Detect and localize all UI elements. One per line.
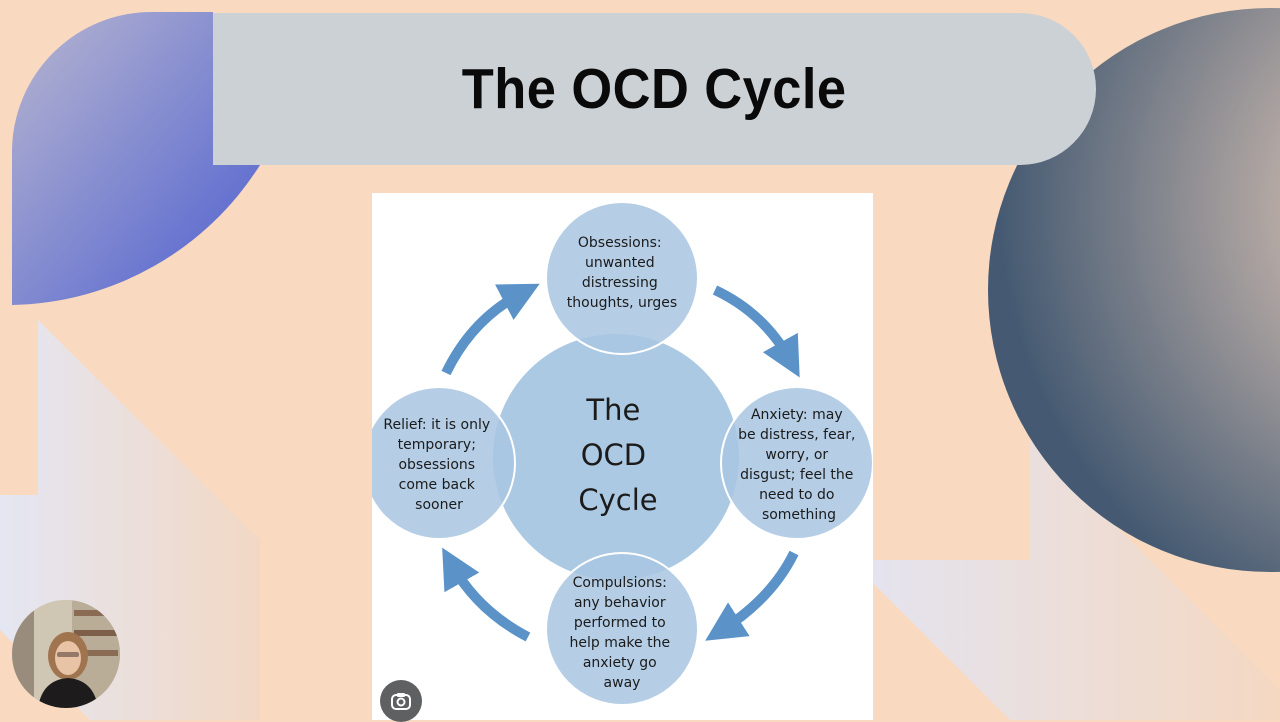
compulsions-label: Compulsions: any behavior performed to h… [569,575,674,691]
ocd-cycle-svg: The OCD Cycle Obsessions: unwanted distr… [372,201,873,706]
relief-circle [372,386,516,540]
arrow-compulsions-to-relief [442,547,531,642]
obsessions-circle [545,201,699,355]
google-lens-button[interactable] [380,680,422,722]
compulsions-circle [545,552,699,706]
bottom-right-band-shape [850,440,1280,720]
arrow-obsessions-to-anxiety [712,285,800,378]
presenter-image [12,600,120,708]
presenter-webcam-thumbnail [12,600,120,708]
arrow-anxiety-to-compulsions [705,550,799,641]
top-left-quarter-shape [12,12,260,305]
slide-title: The OCD Cycle [462,57,847,121]
arrow-relief-to-obsessions [441,283,540,376]
title-banner: The OCD Cycle [213,13,1096,165]
obsessions-label: Obsessions: unwanted distressing thought… [567,235,677,311]
ocd-cycle-diagram: The OCD Cycle Obsessions: unwanted distr… [372,193,873,720]
relief-label: Relief: it is only temporary; obsessions… [383,417,494,513]
image-caption-strip [372,713,873,720]
center-label: The OCD Cycle [578,393,657,517]
google-lens-icon [391,693,411,710]
anxiety-label: Anxiety: may be distress, fear, worry, o… [738,407,860,523]
anxiety-circle [720,386,873,540]
